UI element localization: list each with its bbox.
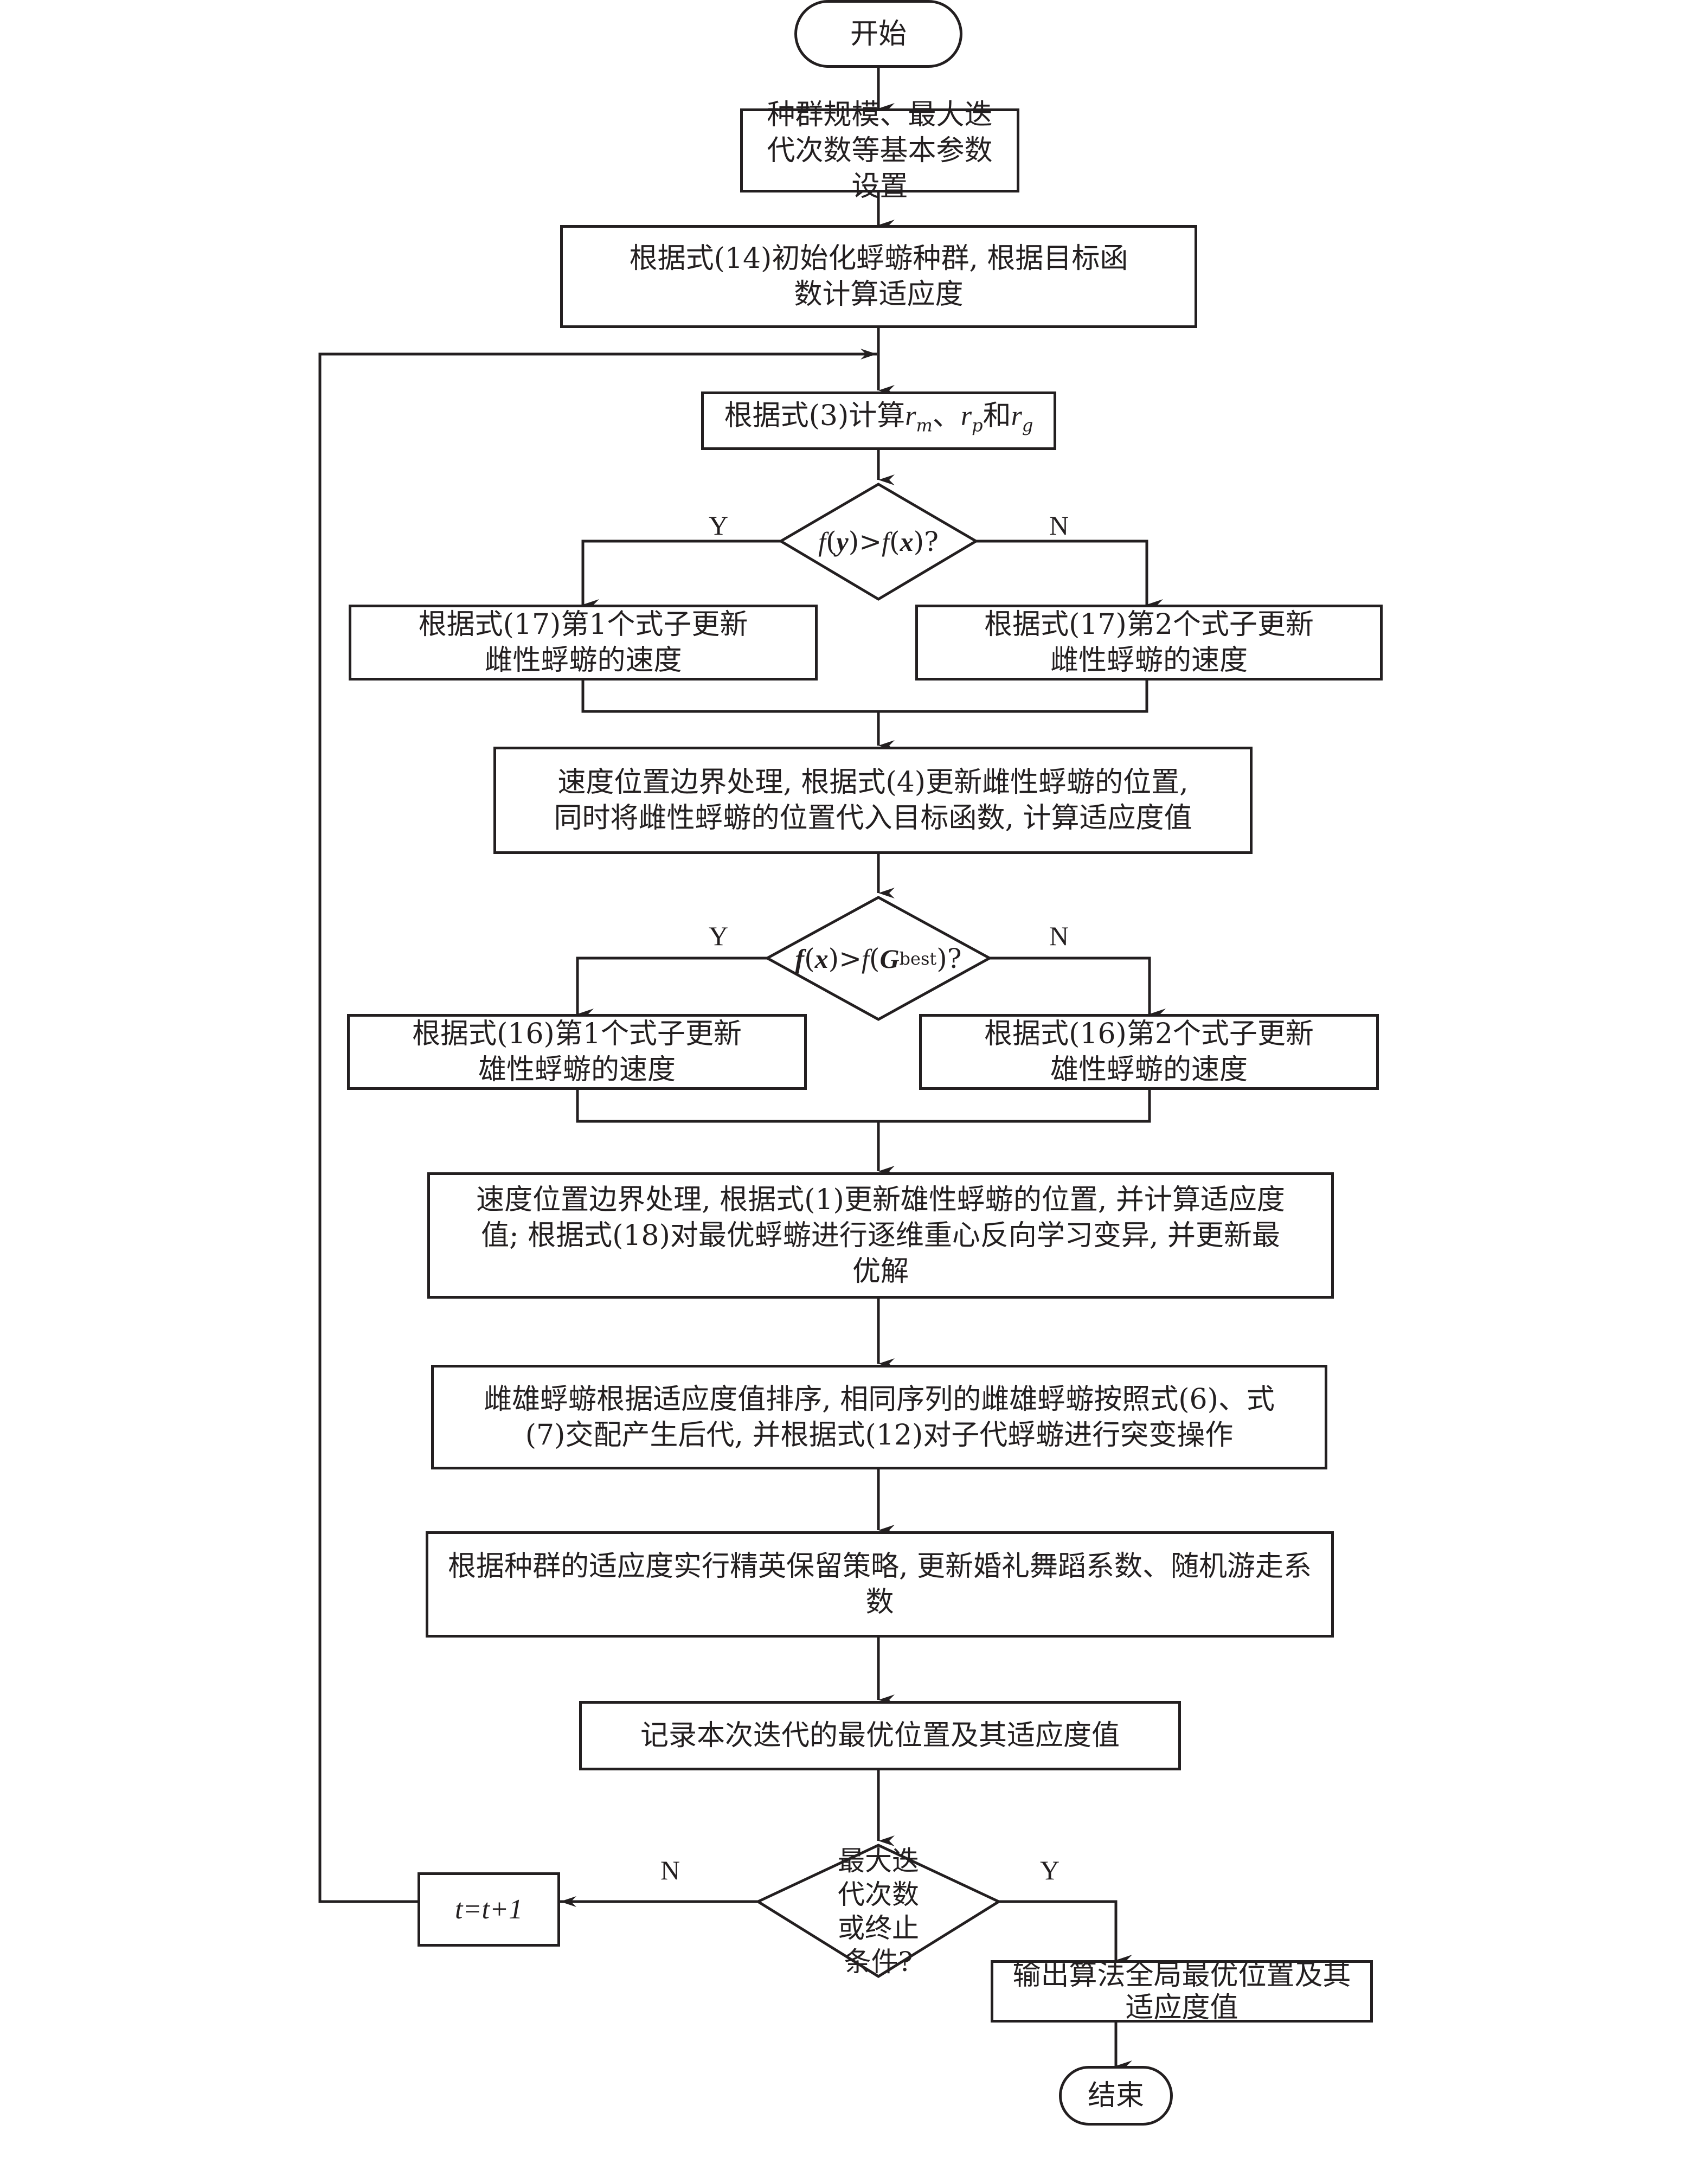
edge-decision1-no [976,540,1163,610]
edge-merge-1 [581,680,1148,713]
edge-decision2-no [990,956,1166,1019]
decision2-shape [764,896,993,1021]
decision2-yes-label: Y [709,921,729,951]
female-velocity-2-box: 根据式(17)第2个式子更新雌性蜉蝣的速度 [915,605,1383,680]
param-setup-text: 种群规模、最大迭代次数等基本参数设置 [767,98,993,203]
mating-mutation-text: 雌雄蜉蝣根据适应度值排序, 相同序列的雌雄蜉蝣按照式(6)、式(7)交配产生后代… [484,1383,1275,1452]
increment-counter-box: t=t+1 [418,1872,560,1947]
male-position-box: 速度位置边界处理, 根据式(1)更新雄性蜉蝣的位置, 并计算适应度值; 根据式(… [427,1172,1334,1299]
female-position-box: 速度位置边界处理, 根据式(4)更新雌性蜉蝣的位置, 同时将雌性蜉蝣的位置代入目… [493,747,1253,854]
male-position-text: 速度位置边界处理, 根据式(1)更新雄性蜉蝣的位置, 并计算适应度值; 根据式(… [476,1183,1285,1288]
edge-merge-2 [576,1090,1151,1123]
edge-decision3-yes [999,1900,1132,1966]
record-best-box: 记录本次迭代的最优位置及其适应度值 [579,1701,1181,1770]
end-label: 结束 [1087,2079,1144,2112]
output-result-box: 输出算法全局最优位置及其适应度值 [991,1959,1373,2024]
record-best-text: 记录本次迭代的最优位置及其适应度值 [640,1719,1120,1752]
decision3-no-label: N [660,1855,680,1885]
edge-loop-back [318,349,877,1903]
male-velocity-1-text: 根据式(16)第1个式子更新雄性蜉蝣的速度 [412,1018,742,1086]
calc-r-box: 根据式(3)计算rm、rp和rg [701,391,1056,450]
mating-mutation-box: 雌雄蜉蝣根据适应度值排序, 相同序列的雌雄蜉蝣按照式(6)、式(7)交配产生后代… [431,1365,1327,1469]
decision3-condition: 最大迭代次数或终止条件? [838,1845,919,1978]
decision1-condition: f(y)>f(x)? [818,526,939,557]
elite-strategy-box: 根据种群的适应度实行精英保留策略, 更新婚礼舞蹈系数、随机游走系数 [426,1531,1334,1638]
decision1-no-label: N [1049,510,1069,541]
output-result-text: 输出算法全局最优位置及其适应度值 [1012,1959,1351,2024]
male-velocity-1-box: 根据式(16)第1个式子更新雄性蜉蝣的速度 [347,1014,807,1090]
female-velocity-1-box: 根据式(17)第1个式子更新雌性蜉蝣的速度 [349,605,818,680]
calc-r-text: 根据式(3)计算rm、rp和rg [724,400,1033,436]
init-population-text: 根据式(14)初始化蜉蝣种群, 根据目标函数计算适应度 [629,242,1128,311]
decision2-no-label: N [1049,921,1069,951]
female-velocity-2-text: 根据式(17)第2个式子更新雌性蜉蝣的速度 [984,608,1314,677]
decision3-yes-label: Y [1040,1855,1060,1885]
init-population-box: 根据式(14)初始化蜉蝣种群, 根据目标函数计算适应度 [560,225,1197,328]
start-label: 开始 [850,17,907,50]
start-terminal: 开始 [794,0,962,68]
elite-strategy-text: 根据种群的适应度实行精英保留策略, 更新婚礼舞蹈系数、随机游走系数 [447,1550,1312,1619]
male-velocity-2-box: 根据式(16)第2个式子更新雄性蜉蝣的速度 [919,1014,1379,1090]
edge-decision1-yes [581,540,781,610]
decision3-shape [755,1844,1002,1978]
end-terminal: 结束 [1059,2066,1173,2126]
male-velocity-2-text: 根据式(16)第2个式子更新雄性蜉蝣的速度 [984,1018,1314,1086]
decision1-yes-label: Y [709,510,729,541]
female-velocity-1-text: 根据式(17)第1个式子更新雌性蜉蝣的速度 [418,608,748,677]
female-position-text: 速度位置边界处理, 根据式(4)更新雌性蜉蝣的位置, 同时将雌性蜉蝣的位置代入目… [554,766,1192,834]
param-setup-box: 种群规模、最大迭代次数等基本参数设置 [740,99,1019,203]
edge-decision2-yes [576,956,767,1019]
increment-counter-text: t=t+1 [454,1893,523,1925]
decision1-shape [778,483,979,601]
